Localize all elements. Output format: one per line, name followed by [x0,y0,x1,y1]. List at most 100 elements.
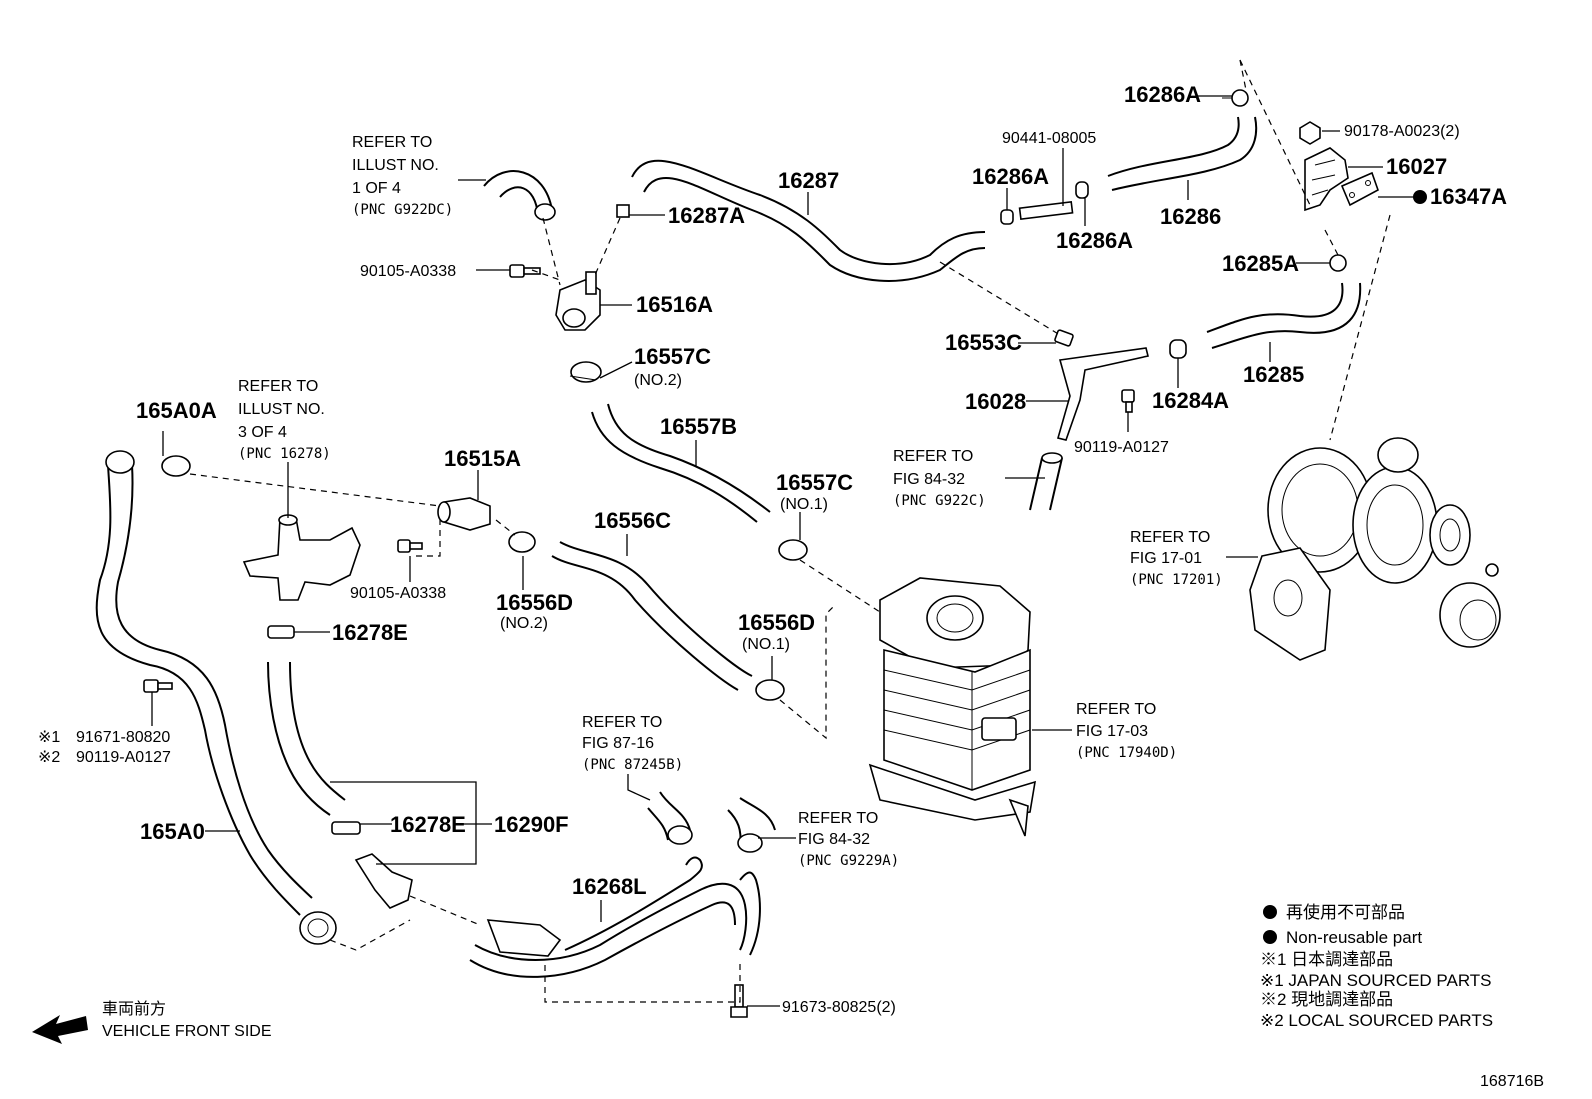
intercooler [868,577,1037,837]
label-16027: 16027 [1386,154,1447,179]
label-16347A: 16347A [1430,184,1507,209]
label-16556D-right: 16556D [738,610,815,635]
svg-text:FIG 17-03: FIG 17-03 [1076,723,1148,740]
label-16287A: 16287A [668,203,745,228]
label-16285: 16285 [1243,362,1304,387]
label-16557B: 16557B [660,414,737,439]
label-16556D-right-no: (NO.1) [742,636,790,653]
bolt-90119-mid [1121,389,1135,413]
svg-text:REFER TO: REFER TO [582,714,662,731]
svg-text:3 OF 4: 3 OF 4 [238,424,287,441]
non-reusable-dot [1413,190,1427,204]
clip-16287A [616,204,630,218]
hose-16285 [1206,282,1362,349]
svg-text:REFER TO: REFER TO [1076,701,1156,718]
hose-16287 [631,159,986,282]
label-16286A-low: 16286A [1056,228,1133,253]
label-16556D-left-no: (NO.2) [500,615,548,632]
dashed-lines [189,59,1391,1003]
svg-text:ILLUST NO.: ILLUST NO. [352,157,439,174]
svg-text:FIG 17-01: FIG 17-01 [1130,550,1202,567]
front-side-en: VEHICLE FRONT SIDE [102,1023,272,1040]
svg-text:REFER TO: REFER TO [238,378,318,395]
fitting-16278 [242,514,361,601]
label-91671-prefix: ※1 [38,729,60,746]
bracket-16027 [1304,147,1349,212]
refer-fig-17-01: REFER TO FIG 17-01 (PNC 17201) [1130,529,1223,588]
front-side-jp: 車両前方 [102,1000,166,1018]
label-16268L: 16268L [572,874,647,899]
bolt-91671 [143,679,173,693]
label-16286: 16286 [1160,204,1221,229]
clamp-16557C-top [569,361,602,383]
svg-text:(PNC 17940D): (PNC 17940D) [1076,745,1177,761]
svg-text:1 OF 4: 1 OF 4 [352,180,401,197]
clamp-16286A-mid [1000,209,1014,225]
legend-m2-jp: ※2 現地調達部品 [1260,990,1393,1009]
coupling-165A0 [299,911,337,945]
legend-nonreuse-en: Non-reusable part [1286,928,1422,947]
label-16556C: 16556C [594,508,671,533]
clamp-16556D-no1 [755,679,785,701]
label-16278E-low: 16278E [390,812,466,837]
label-16557C-mid-no: (NO.1) [780,496,828,513]
svg-text:FIG 87-16: FIG 87-16 [582,735,654,752]
label-16515A: 16515A [444,446,521,471]
fitting-16516A [555,271,601,331]
label-16287: 16287 [778,168,839,193]
label-91671: 91671-80820 [76,729,170,746]
label-16286A-mid: 16286A [972,164,1049,189]
hose-16290F [267,661,346,816]
label-90119-mid: 90119-A0127 [1074,439,1169,456]
label-90105-mid: 90105-A0338 [350,585,446,602]
label-16553C: 16553C [945,330,1022,355]
label-16278E-top: 16278E [332,620,408,645]
label-90105-top: 90105-A0338 [360,263,456,280]
refer-fig-87-16: REFER TO FIG 87-16 (PNC 87245B) [582,714,683,773]
refer-fig-17-03: REFER TO FIG 17-03 (PNC 17940D) [1076,701,1177,761]
fitting-16515A [437,497,491,531]
svg-text:REFER TO: REFER TO [893,448,973,465]
fitting-16553C [1054,329,1074,347]
svg-text:REFER TO: REFER TO [1130,529,1210,546]
leader-lines [151,95,1416,1007]
pipe-16028 [1057,347,1149,441]
part-labels: 16286A 90178-A0023(2) 16027 16347A 90441… [38,82,1544,1090]
label-90119-low-prefix: ※2 [38,749,60,766]
hose-16286 [1107,116,1258,191]
refer-illust-3: REFER TO ILLUST NO. 3 OF 4 (PNC 16278) [238,378,331,462]
svg-text:REFER TO: REFER TO [352,134,432,151]
label-16286A-top: 16286A [1124,82,1201,107]
svg-text:(PNC G922C): (PNC G922C) [893,493,986,509]
connector-16268L [486,919,562,957]
hoses [95,116,1362,978]
hose-165A0 [95,464,313,916]
legend: 再使用不可部品 Non-reusable part ※1 日本調達部品 ※1 J… [1260,902,1493,1030]
label-91673: 91673-80825(2) [782,999,896,1016]
legend-dot-jp [1263,905,1277,919]
diagram-id: 168716B [1480,1073,1544,1090]
pipe-16268L [469,856,761,978]
label-165A0A: 165A0A [136,398,217,423]
fitting-16290F-end [354,853,413,909]
svg-text:(PNC 16278): (PNC 16278) [238,446,331,462]
gasket-16347A [1340,171,1379,207]
pipe-90441 [1018,200,1074,221]
legend-dot-en [1263,930,1277,944]
legend-m1-en: ※1 JAPAN SOURCED PARTS [1260,971,1492,990]
hose-165A0A-end [105,450,135,474]
clamp-16556D-no2 [508,531,536,553]
vehicle-front-arrow [32,1015,88,1044]
clip-16278E-low [331,821,361,835]
legend-nonreuse-jp: 再使用不可部品 [1286,902,1405,922]
bolt-91673 [730,984,748,1018]
front-side: 車両前方 VEHICLE FRONT SIDE [102,1000,272,1040]
svg-text:(PNC 87245B): (PNC 87245B) [582,757,683,773]
nut-90178 [1299,121,1321,145]
label-16557C-top-no: (NO.2) [634,372,682,389]
svg-text:(PNC G9229A): (PNC G9229A) [798,853,899,869]
clamp-165A0A [161,455,191,477]
bolt-90105-mid [397,539,423,553]
clamp-16284A [1169,339,1187,359]
stub-hoses [483,170,1063,853]
